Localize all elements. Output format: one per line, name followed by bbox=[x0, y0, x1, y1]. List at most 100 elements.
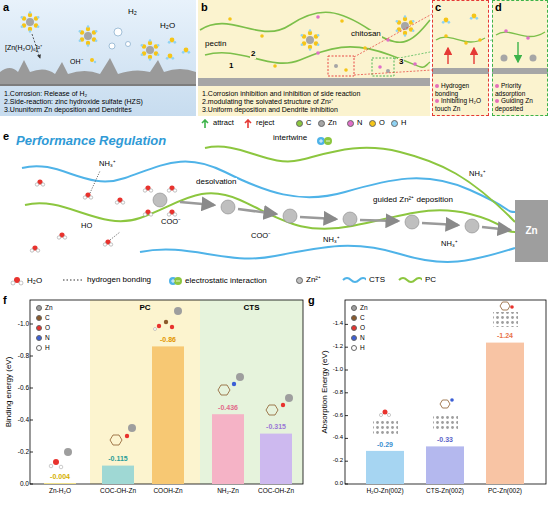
legend-sample-part bbox=[168, 276, 182, 286]
axis-tick: -0.2 bbox=[18, 448, 29, 455]
legend-item: N bbox=[347, 119, 362, 127]
chart-f-art-part bbox=[285, 394, 293, 402]
legend-swatch bbox=[36, 315, 42, 321]
ion-label: OH⁻ bbox=[70, 58, 83, 66]
text-group: 1.Corrosion inhibition and inhibition of… bbox=[202, 90, 426, 114]
chart-f-art-part bbox=[200, 300, 303, 484]
panel-e-art-part bbox=[465, 219, 479, 233]
legend-text: H bbox=[401, 119, 406, 127]
panel-letter: c bbox=[435, 1, 441, 13]
panel-b-art-part bbox=[228, 17, 232, 21]
panel-b-art-part bbox=[354, 70, 432, 75]
panel-e-art-part bbox=[167, 209, 176, 216]
chart-f-art-part bbox=[30, 324, 33, 484]
panel-b-art-part bbox=[363, 46, 367, 50]
legend-item: CTS bbox=[342, 276, 385, 285]
legend-sample bbox=[62, 277, 84, 283]
panel-e-art-part bbox=[422, 223, 458, 225]
panel-d-art-part bbox=[504, 29, 508, 33]
axis-tick: -0.6 bbox=[333, 412, 343, 419]
axis-tick: 0.0 bbox=[20, 480, 29, 487]
panel-c-art-part bbox=[478, 38, 482, 42]
chart-f-art-part bbox=[30, 300, 303, 484]
box-text: 3.Ununiform Zn deposition and Dendrites bbox=[4, 106, 192, 114]
legend-text: O bbox=[360, 324, 365, 331]
panel-letter: a bbox=[3, 1, 9, 13]
chart-g-art-part bbox=[486, 343, 524, 484]
box-text: Priority adsorption bbox=[495, 82, 545, 97]
group-label: COO⁻ bbox=[250, 232, 272, 240]
legend-text: H bbox=[360, 344, 365, 351]
axis-title: Absorption Energy (eV) bbox=[321, 350, 330, 433]
panel-d-art-part bbox=[492, 0, 548, 116]
panel-e-art-part bbox=[360, 220, 398, 221]
panel-b-art-part bbox=[340, 19, 344, 23]
box-text: 2.Side-reaction: zinc hydroxide sulfate … bbox=[4, 98, 192, 106]
panel-e-art-part bbox=[83, 192, 92, 199]
chart-f-art-part bbox=[164, 320, 168, 324]
panel-c-art-part bbox=[447, 48, 448, 64]
panel-e-art-part bbox=[90, 171, 100, 193]
panel-a-art-part bbox=[141, 39, 160, 60]
legend-item: Zn bbox=[351, 304, 368, 311]
category-label: COOH-Zn bbox=[153, 487, 182, 494]
legend-text: C bbox=[360, 314, 365, 321]
legend-swatch bbox=[318, 120, 325, 127]
panel-b-art-part bbox=[396, 15, 415, 36]
panel-c-art-part bbox=[432, 68, 489, 74]
panel-letter: d bbox=[495, 1, 502, 13]
legend-sample-part bbox=[342, 276, 366, 284]
legend-text: CTS bbox=[369, 276, 385, 285]
region-band: PC bbox=[90, 300, 200, 484]
value-label: -0.436 bbox=[218, 404, 238, 412]
chart-f-art-part bbox=[170, 325, 174, 329]
legend-text: N bbox=[357, 119, 362, 127]
region-band: CTS bbox=[200, 300, 303, 484]
legend-text: attract bbox=[213, 119, 234, 127]
panel-d-art-part bbox=[526, 36, 530, 40]
panel-d-box: Priority adsorptionGuiding Zn deposited bbox=[492, 0, 548, 116]
legend-text: Zn bbox=[45, 304, 53, 311]
panel-a-art-part bbox=[126, 42, 131, 47]
value-label: -1.24 bbox=[497, 332, 513, 340]
group-label: HO bbox=[80, 222, 93, 230]
category-label: NH₂-Zn bbox=[217, 487, 239, 494]
legend-swatch bbox=[36, 325, 42, 331]
legend-swatch bbox=[36, 345, 42, 351]
process-label: intertwine bbox=[272, 134, 308, 143]
panel-e-art-part bbox=[22, 161, 515, 212]
panel-e-art-part bbox=[57, 232, 66, 239]
legend-item: O bbox=[36, 324, 50, 331]
panel-e-art-part bbox=[238, 209, 276, 214]
panel-c-art-part bbox=[432, 0, 489, 116]
panel-c-art-part bbox=[473, 48, 474, 64]
box-text: 2.modulating the solvated structure of Z… bbox=[202, 98, 426, 106]
group-label: NH₃⁺ bbox=[98, 160, 117, 168]
legend-text: N bbox=[45, 334, 50, 341]
chart-f-art-part bbox=[44, 483, 76, 484]
legend-swatch bbox=[296, 277, 303, 284]
panel-c-art bbox=[432, 0, 489, 116]
panel-heading: Performance Regulation bbox=[16, 134, 166, 148]
group-label: NH₃⁺ bbox=[322, 236, 341, 244]
panel-e-art-part bbox=[405, 215, 419, 229]
axis-tick: -1.4 bbox=[333, 320, 343, 327]
chart-g-art-part bbox=[345, 324, 348, 484]
legend-item: N bbox=[351, 334, 365, 341]
axis-tick: -0.4 bbox=[333, 434, 343, 441]
panel-c-box: Hydrogen bondingInhibiting H₂O touch Zn bbox=[432, 0, 489, 116]
panel-b-art-part bbox=[344, 68, 348, 72]
panel-e-art-part bbox=[283, 209, 297, 223]
category-label: CTS-Zn(002) bbox=[426, 487, 464, 494]
chart-g-art-part bbox=[366, 451, 404, 484]
panel-e-art-part bbox=[35, 179, 44, 186]
group-label: NH₃⁺ bbox=[440, 240, 459, 248]
chart-g-art-part bbox=[500, 302, 510, 310]
callout-number: 2 bbox=[250, 50, 256, 59]
legend-item: electrostatic interaction bbox=[168, 276, 267, 286]
panel-e-art-part bbox=[25, 193, 515, 232]
ion-formula: [Zn(H₂O)₆]²⁺ bbox=[5, 44, 42, 52]
group-label: NH₃⁺ bbox=[468, 170, 487, 178]
legend-sample-part-part bbox=[63, 280, 83, 281]
panel-e-art-part bbox=[143, 209, 152, 216]
